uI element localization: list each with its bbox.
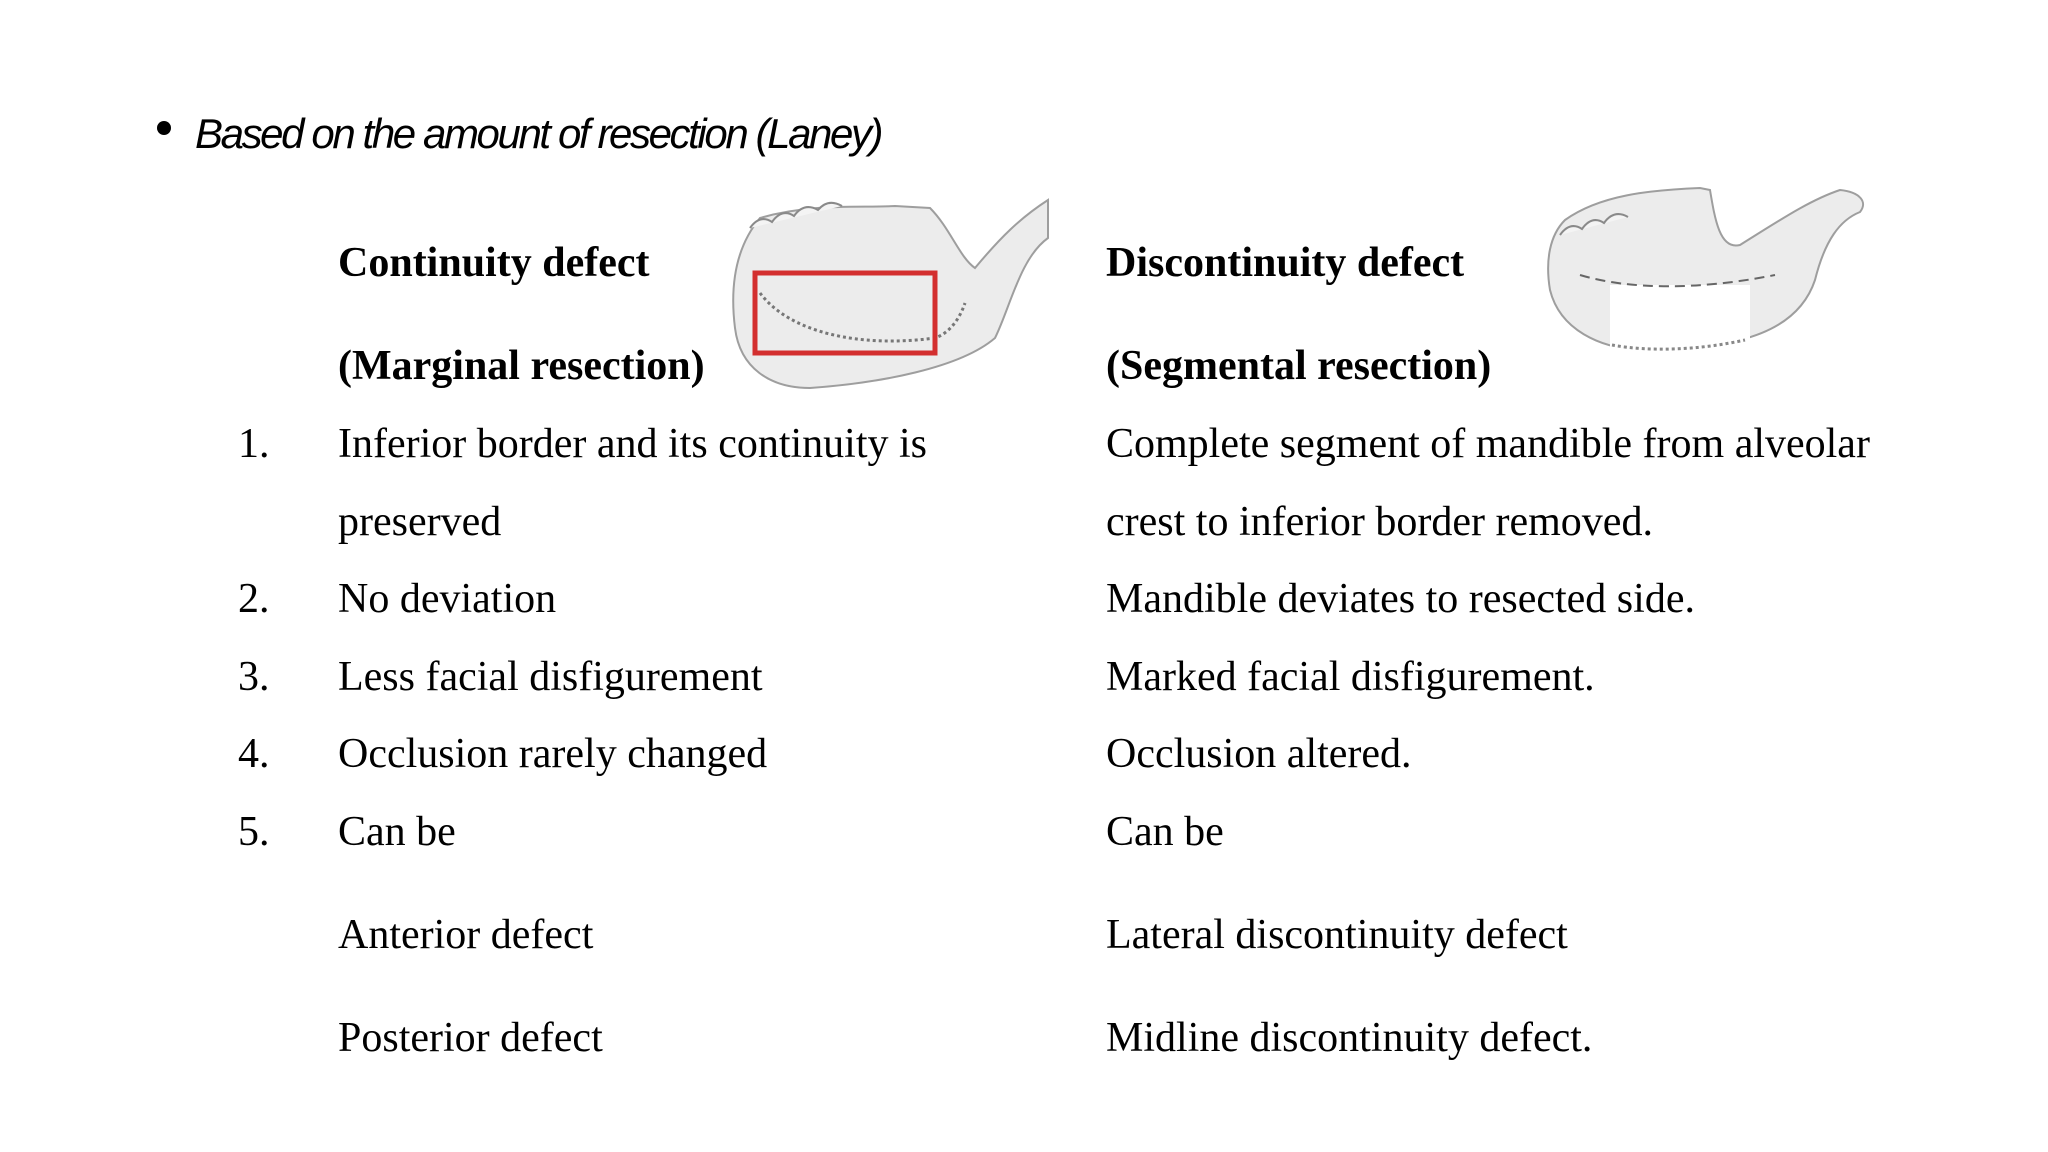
right-row-text: crest to inferior border removed. xyxy=(1106,499,1653,545)
resection-dashed-line xyxy=(1579,274,1776,288)
left-column-title: Continuity defect xyxy=(338,240,650,286)
right-row-text: Occlusion altered. xyxy=(1106,731,1412,777)
right-column-title: Discontinuity defect xyxy=(1106,240,1465,286)
mandible-segmental-resection-icon xyxy=(1547,186,1865,365)
left-row-text: Can be xyxy=(338,809,456,855)
teeth-shape-2 xyxy=(1559,213,1629,236)
mandible-marginal-resection-icon xyxy=(732,198,1049,390)
mandible-bone-shape xyxy=(732,198,1049,390)
left-column-subtitle: (Marginal resection) xyxy=(338,343,705,389)
bullet-point xyxy=(157,121,171,135)
right-row-text: Mandible deviates to resected side. xyxy=(1106,576,1695,622)
left-row-text: Less facial disfigurement xyxy=(338,654,763,700)
row-number: 4. xyxy=(238,731,270,777)
left-row-text: No deviation xyxy=(338,576,557,622)
left-sub-item: Anterior defect xyxy=(338,912,594,958)
left-row-text: preserved xyxy=(338,499,502,545)
row-number: 5. xyxy=(238,809,270,855)
left-sub-item: Posterior defect xyxy=(338,1015,603,1061)
right-row-text: Complete segment of mandible from alveol… xyxy=(1106,421,1870,467)
row-number: 3. xyxy=(238,654,270,700)
left-row-text: Occlusion rarely changed xyxy=(338,731,768,777)
teeth-shape xyxy=(749,201,843,229)
right-row-text: Can be xyxy=(1106,809,1224,855)
inferior-border-line xyxy=(1611,338,1746,351)
row-number: 1. xyxy=(238,421,270,467)
right-sub-item: Lateral discontinuity defect xyxy=(1106,912,1568,958)
removed-segment xyxy=(1610,285,1750,365)
right-row-text: Marked facial disfigurement. xyxy=(1106,654,1595,700)
right-column-subtitle: (Segmental resection) xyxy=(1106,343,1492,389)
resection-line xyxy=(758,292,967,343)
right-sub-item: Midline discontinuity defect. xyxy=(1106,1015,1593,1061)
slide-heading: Based on the amount of resection (Laney) xyxy=(195,110,884,157)
row-number: 2. xyxy=(238,576,270,622)
left-row-text: Inferior border and its continuity is xyxy=(338,421,928,467)
resection-highlight-box xyxy=(752,270,938,356)
